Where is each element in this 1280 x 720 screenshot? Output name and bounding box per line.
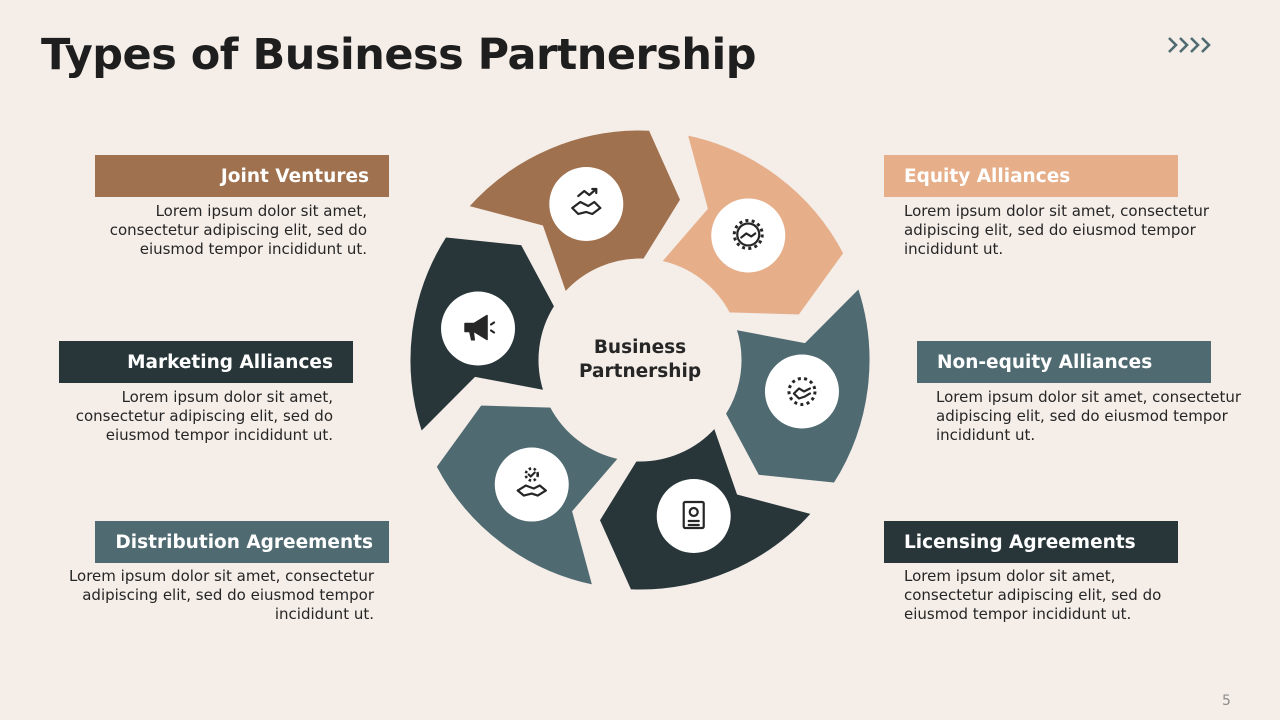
desc-line: incididunt ut. xyxy=(936,426,1036,444)
desc-marketing-alliances: Lorem ipsum dolor sit amet, consectetur … xyxy=(76,388,333,445)
desc-line: Lorem ipsum dolor sit amet, consectetur xyxy=(936,388,1242,406)
page-number: 5 xyxy=(1222,693,1231,709)
desc-line: eiusmod tempor incididunt ut. xyxy=(904,605,1132,623)
desc-line: Lorem ipsum dolor sit amet, consectetur xyxy=(904,202,1210,220)
label-distribution-agreements: Distribution Agreements xyxy=(95,521,389,563)
desc-distribution-agreements: Lorem ipsum dolor sit amet, consectetur … xyxy=(69,567,374,624)
label-text: Distribution Agreements xyxy=(115,531,373,553)
icon-circle xyxy=(494,447,569,522)
label-equity-alliances: Equity Alliances xyxy=(884,155,1178,197)
desc-line: incididunt ut. xyxy=(904,240,1004,258)
gear-handshake-check-icon xyxy=(516,467,547,497)
desc-line: eiusmod tempor incididunt ut. xyxy=(105,426,333,444)
desc-non-equity-alliances: Lorem ipsum dolor sit amet, consectetur … xyxy=(936,388,1241,445)
desc-line: adipiscing elit, sed do eiusmod tempor xyxy=(82,586,374,604)
desc-line: consectetur adipiscing elit, sed do xyxy=(904,586,1162,604)
desc-line: eiusmod tempor incididunt ut. xyxy=(139,240,367,258)
label-non-equity-alliances: Non-equity Alliances xyxy=(917,341,1211,383)
desc-line: incididunt ut. xyxy=(274,605,374,623)
desc-line: consectetur adipiscing elit, sed do xyxy=(109,221,367,239)
label-text: Joint Ventures xyxy=(220,165,369,187)
label-joint-ventures: Joint Ventures xyxy=(95,155,389,197)
center-label: Business Partnership xyxy=(560,336,720,384)
megaphone-icon xyxy=(464,314,496,341)
certificate-icon xyxy=(682,500,705,530)
desc-line: consectetur adipiscing elit, sed do xyxy=(75,407,333,425)
desc-joint-ventures: Lorem ipsum dolor sit amet, consectetur … xyxy=(110,202,367,259)
gear-handshake-icon xyxy=(732,218,764,250)
label-marketing-alliances: Marketing Alliances xyxy=(59,341,353,383)
label-text: Non-equity Alliances xyxy=(937,351,1153,373)
handshake-growth-icon xyxy=(571,187,602,216)
label-text: Equity Alliances xyxy=(904,165,1071,187)
desc-line: adipiscing elit, sed do eiusmod tempor xyxy=(936,407,1228,425)
label-text: Marketing Alliances xyxy=(127,351,333,373)
page-title: Types of Business Partnership xyxy=(41,30,757,80)
desc-licensing-agreements: Lorem ipsum dolor sit amet, consectetur … xyxy=(904,567,1161,624)
desc-line: Lorem ipsum dolor sit amet, consectetur xyxy=(68,567,374,585)
desc-line: Lorem ipsum dolor sit amet, xyxy=(904,567,1116,585)
desc-line: Lorem ipsum dolor sit amet, xyxy=(155,202,367,220)
label-licensing-agreements: Licensing Agreements xyxy=(884,521,1178,563)
desc-line: Lorem ipsum dolor sit amet, xyxy=(121,388,333,406)
center-line: Partnership xyxy=(578,361,702,382)
handshake-badge-icon xyxy=(787,376,817,406)
chevrons-right-icon xyxy=(1168,37,1211,53)
center-line: Business xyxy=(593,337,687,358)
desc-equity-alliances: Lorem ipsum dolor sit amet, consectetur … xyxy=(904,202,1209,259)
label-text: Licensing Agreements xyxy=(904,531,1136,553)
desc-line: adipiscing elit, sed do eiusmod tempor xyxy=(904,221,1196,239)
